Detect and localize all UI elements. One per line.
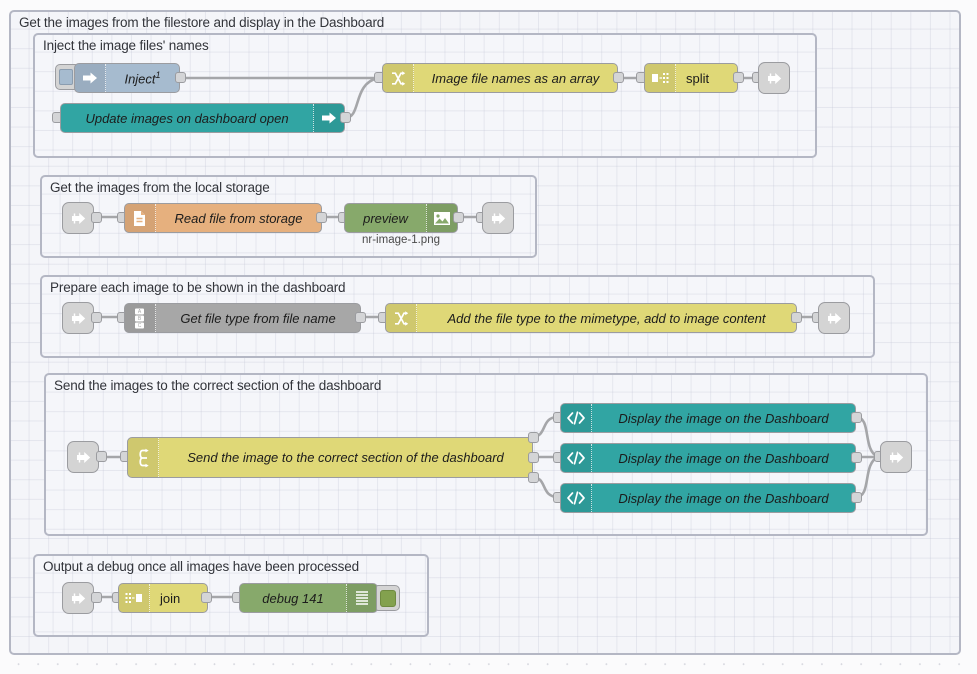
node-join[interactable]: join <box>118 583 208 613</box>
node-split-output-port[interactable] <box>733 72 744 83</box>
code-template-icon <box>561 484 592 512</box>
group-5-label: Output a debug once all images have been… <box>43 559 359 574</box>
node-link-out-3[interactable] <box>818 302 850 334</box>
node-dashboard-1-output-port[interactable] <box>851 412 862 423</box>
node-link-in-2-output-port[interactable] <box>91 212 102 223</box>
node-switch-section-output-port-2[interactable] <box>528 452 539 463</box>
node-change-mimetype-output-port[interactable] <box>791 312 802 323</box>
debug-lines-icon <box>346 584 377 612</box>
node-link-in-update[interactable]: Update images on dashboard open <box>60 103 345 133</box>
split-icon <box>645 64 676 92</box>
inject-superscript: 1 <box>155 69 161 80</box>
node-inject[interactable]: Inject1 <box>74 63 180 93</box>
node-join-label: join <box>160 590 181 606</box>
node-switch-section-output-port-1[interactable] <box>528 432 539 443</box>
node-dashboard-3[interactable]: Display the image on the Dashboard <box>560 483 856 513</box>
node-debug[interactable]: debug 141 <box>239 583 378 613</box>
group-grid <box>35 35 815 156</box>
debug-toggle-button[interactable] <box>376 585 400 611</box>
image-preview-icon <box>426 204 457 232</box>
code-template-icon <box>561 444 592 472</box>
node-debug-label: debug 141 <box>262 590 324 606</box>
inject-arrow-icon <box>75 64 106 92</box>
node-link-in-update-output-port[interactable] <box>340 112 351 123</box>
node-link-out-2[interactable] <box>482 202 514 234</box>
group-1-label: Inject the image files' names <box>43 38 209 53</box>
node-dashboard-3-output-port[interactable] <box>851 492 862 503</box>
node-change-array-label: Image file names as an array <box>431 70 600 86</box>
node-switch-section-output-port-3[interactable] <box>528 472 539 483</box>
node-link-out-4[interactable] <box>880 441 912 473</box>
change-shuffle-icon <box>383 64 414 92</box>
node-dashboard-2-label: Display the image on the Dashboard <box>618 450 829 466</box>
node-file-read-output-port[interactable] <box>316 212 327 223</box>
node-preview-label: preview <box>363 210 408 226</box>
link-in-arrow-icon <box>313 104 344 132</box>
node-change-array[interactable]: Image file names as an array <box>382 63 618 93</box>
node-link-in-5-output-port[interactable] <box>91 592 102 603</box>
group-outer-label: Get the images from the filestore and di… <box>19 15 385 30</box>
node-preview-output-port[interactable] <box>453 212 464 223</box>
node-dashboard-2[interactable]: Display the image on the Dashboard <box>560 443 856 473</box>
node-file-read[interactable]: Read file from storage <box>124 203 322 233</box>
file-in-icon <box>125 204 156 232</box>
code-template-icon <box>561 404 592 432</box>
svg-text:B: B <box>138 316 142 322</box>
node-split-label: split <box>686 70 710 86</box>
svg-text:C: C <box>138 323 142 329</box>
node-dashboard-2-output-port[interactable] <box>851 452 862 463</box>
node-dashboard-1-label: Display the image on the Dashboard <box>618 410 829 426</box>
node-join-output-port[interactable] <box>201 592 212 603</box>
node-link-in-4-output-port[interactable] <box>96 451 107 462</box>
node-change-mimetype-label: Add the file type to the mimetype, add t… <box>447 310 766 326</box>
inject-button-square-icon <box>59 69 73 85</box>
node-link-in-2[interactable] <box>62 202 94 234</box>
node-link-in-5[interactable] <box>62 582 94 614</box>
node-switch-section[interactable]: Send the image to the correct section of… <box>127 437 533 478</box>
node-inject-output-port[interactable] <box>175 72 186 83</box>
node-switch-section-label: Send the image to the correct section of… <box>187 450 504 465</box>
change-shuffle-icon <box>386 304 417 332</box>
node-link-in-3[interactable] <box>62 302 94 334</box>
debug-toggle-indicator <box>380 589 396 607</box>
node-split[interactable]: split <box>644 63 738 93</box>
node-dashboard-1[interactable]: Display the image on the Dashboard <box>560 403 856 433</box>
node-template-filetype-label: Get file type from file name <box>180 310 336 326</box>
node-change-array-output-port[interactable] <box>613 72 624 83</box>
node-change-mimetype[interactable]: Add the file type to the mimetype, add t… <box>385 303 797 333</box>
group-4-label: Send the images to the correct section o… <box>54 378 382 393</box>
join-icon <box>119 584 150 612</box>
node-inject-label: Inject1 <box>124 69 161 87</box>
node-link-in-3-output-port[interactable] <box>91 312 102 323</box>
node-preview-sublabel: nr-image-1.png <box>362 234 440 246</box>
node-link-in-update-label: Update images on dashboard open <box>85 110 289 126</box>
group-3-label: Prepare each image to be shown in the da… <box>50 280 346 295</box>
group-inject-names[interactable]: Inject the image files' names <box>33 33 817 158</box>
node-link-in-4[interactable] <box>67 441 99 473</box>
node-template-filetype-output-port[interactable] <box>355 312 366 323</box>
switch-icon <box>128 438 159 477</box>
node-file-read-label: Read file from storage <box>174 210 303 226</box>
svg-text:A: A <box>138 309 142 315</box>
node-preview[interactable]: preview <box>344 203 458 233</box>
node-link-out-1[interactable] <box>758 62 790 94</box>
node-dashboard-3-label: Display the image on the Dashboard <box>618 490 829 506</box>
group-2-label: Get the images from the local storage <box>50 180 270 195</box>
